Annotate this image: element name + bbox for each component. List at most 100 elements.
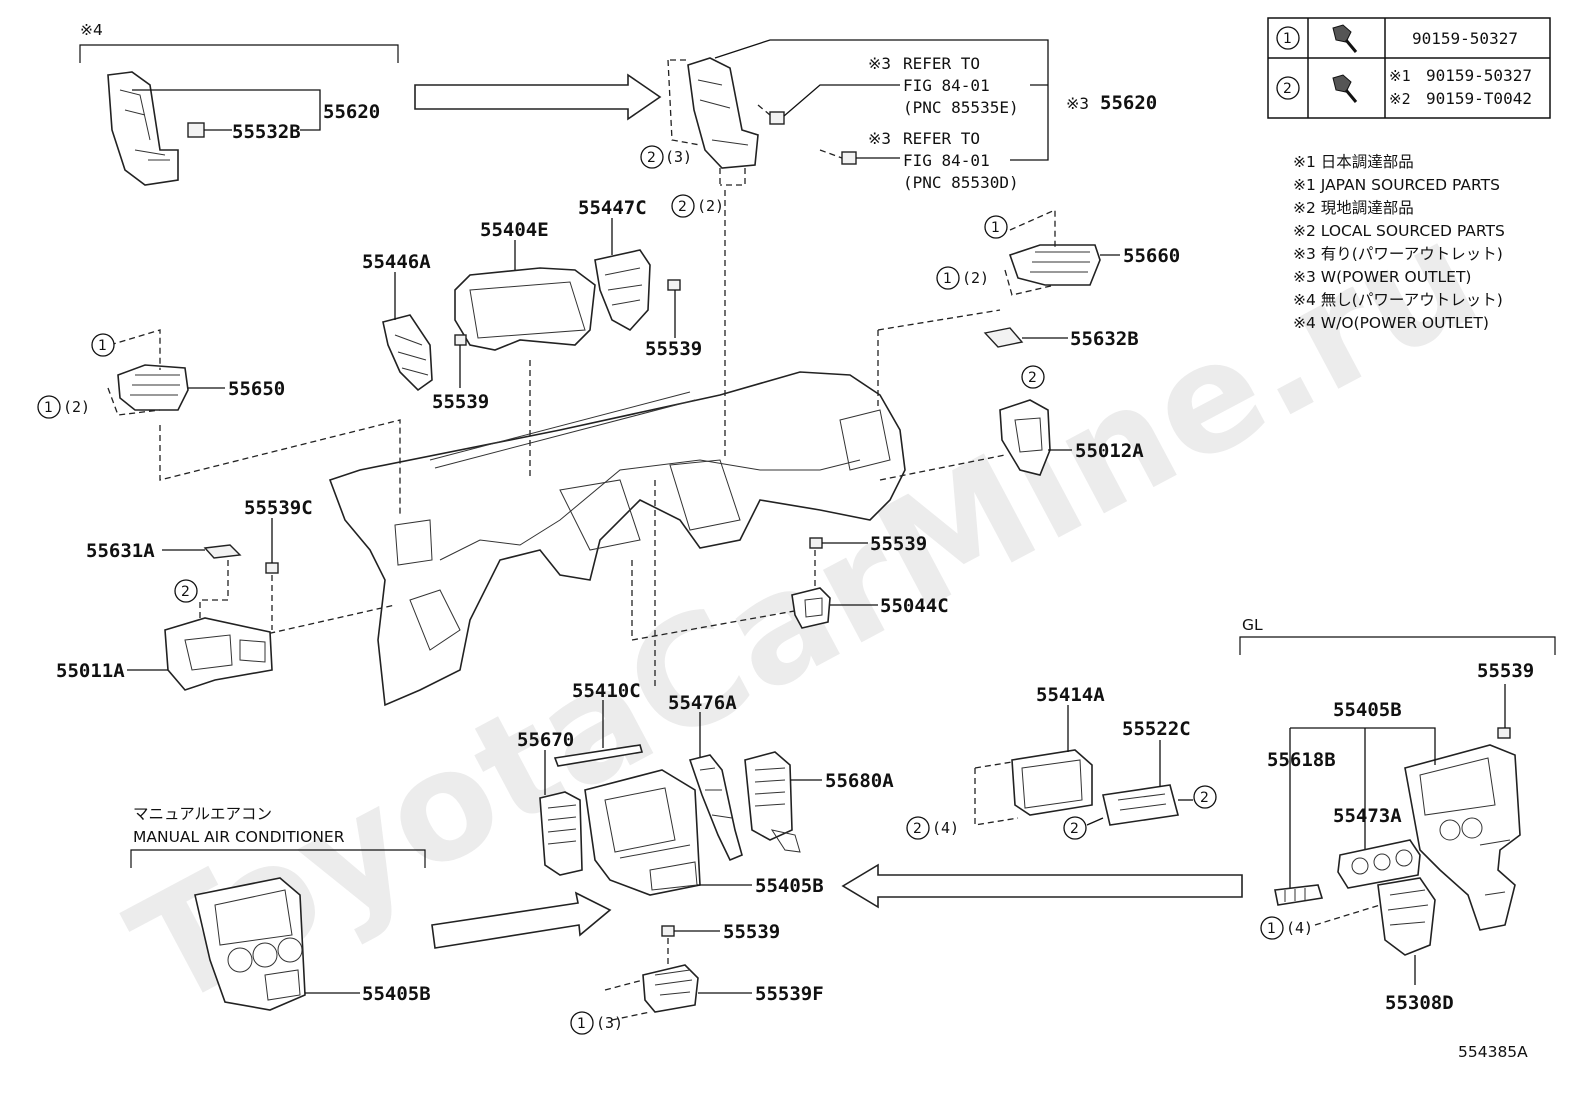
svg-text:1: 1 <box>1267 921 1276 937</box>
bolt-icon-2 <box>1332 74 1358 103</box>
w-o-power-outlet-bracket <box>79 44 399 63</box>
label-55660: 55660 <box>1123 245 1180 267</box>
label-55476a: 55476A <box>668 692 737 714</box>
clip-55539-a <box>454 334 467 346</box>
callout-1-2-left: 1 (2) <box>37 395 90 419</box>
svg-text:2: 2 <box>647 150 656 166</box>
power-outlet-part-b <box>841 151 857 165</box>
label-55446a: 55446A <box>362 251 431 273</box>
table-row2-part2: 90159-T0042 <box>1426 89 1532 108</box>
leader-55620a <box>132 89 321 131</box>
legend-line-7: ※4 無し(パワーアウトレット) <box>1293 291 1503 309</box>
label-55650: 55650 <box>228 378 285 400</box>
svg-text:(2): (2) <box>697 197 724 215</box>
end-cover-55012a <box>999 399 1051 476</box>
legend-line-5: ※3 有り(パワーアウトレット) <box>1293 245 1503 263</box>
clip-55539-d <box>809 537 823 549</box>
label-55620-a: 55620 <box>323 101 380 123</box>
leader-55620b <box>714 39 1049 161</box>
svg-text:2: 2 <box>678 199 687 215</box>
switch-55618b <box>1274 884 1324 906</box>
display-55414a <box>1011 749 1093 816</box>
bracket-55308d <box>1377 877 1436 956</box>
svg-text:(3): (3) <box>665 148 692 166</box>
svg-text:(4): (4) <box>1286 919 1313 937</box>
callout-1-3: 1 (3) <box>570 1011 623 1035</box>
label-55405b-center: 55405B <box>755 875 824 897</box>
manual-ac-label-jp: マニュアルエアコン <box>133 805 272 823</box>
table-row2-note1: ※1 <box>1389 67 1411 85</box>
svg-text:2: 2 <box>181 584 190 600</box>
manual-ac-label-en: MANUAL AIR CONDITIONER <box>133 828 345 846</box>
callout-1-right: 1 <box>984 215 1008 239</box>
label-55539-d: 55539 <box>870 533 927 555</box>
cover-55631a <box>203 544 242 559</box>
svg-text:(2): (2) <box>63 398 90 416</box>
legend-notes: ※1 日本調達部品 ※1 JAPAN SOURCED PARTS ※2 現地調達… <box>1293 153 1505 332</box>
table-row2-note2: ※2 <box>1389 90 1411 108</box>
direction-arrow-top <box>414 73 662 121</box>
vent-55670 <box>539 791 583 876</box>
clip-55539c <box>265 562 279 574</box>
callout-1-2-right: 1 (2) <box>936 266 989 290</box>
svg-text:(3): (3) <box>596 1014 623 1032</box>
label-55632b: 55632B <box>1070 328 1139 350</box>
label-55620-b: 55620 <box>1100 92 1157 114</box>
instrument-panel-main <box>328 371 906 707</box>
label-55539-a: 55539 <box>432 391 489 413</box>
label-55011a: 55011A <box>56 660 125 682</box>
ref2-line1: REFER TO <box>903 129 980 148</box>
label-55405b-manual: 55405B <box>362 983 431 1005</box>
svg-text:(4): (4) <box>932 819 959 837</box>
cluster-hood-55404e <box>454 267 596 351</box>
callout-1-left: 1 <box>91 333 115 357</box>
switch-55044c <box>791 587 831 629</box>
label-55539-g: 55539 <box>1477 660 1534 682</box>
svg-text:2: 2 <box>1200 790 1209 806</box>
svg-text:1: 1 <box>943 271 952 287</box>
label-55410c: 55410C <box>572 680 641 702</box>
ref-note-3-b: ※3 <box>868 129 891 148</box>
direction-arrow-bottom-right <box>841 863 1243 909</box>
fastener-table: 1 2 90159-50327 ※1 90159-50327 ※2 90159-… <box>1267 17 1551 119</box>
side-panel-part-center <box>687 57 759 169</box>
bezel-55473a <box>1337 839 1421 889</box>
callout-2-4: 2 (4) <box>906 816 959 840</box>
panel-55446a <box>382 314 433 392</box>
drawing-number: 554385A <box>1458 1043 1528 1061</box>
label-55405b-gl: 55405B <box>1333 699 1402 721</box>
legend-line-1: ※1 日本調達部品 <box>1293 153 1414 171</box>
ref1-line2: FIG 84-01 <box>903 76 990 95</box>
end-cover-55011a <box>164 617 273 691</box>
vent-55650 <box>117 364 189 411</box>
gl-label: GL <box>1242 616 1263 634</box>
callout-2-right: 2 <box>1021 365 1045 389</box>
manual-ac-bracket <box>130 849 426 868</box>
gl-bracket <box>1239 636 1556 655</box>
center-panel-55405b <box>584 769 701 896</box>
table-row1-key: 1 <box>1283 31 1292 47</box>
svg-text:1: 1 <box>44 400 53 416</box>
label-55532b: 55532B <box>232 121 301 143</box>
label-55618b: 55618B <box>1267 749 1336 771</box>
switch-55539f <box>642 964 699 1013</box>
cover-55632b <box>983 327 1024 348</box>
clip-55539-g <box>1497 727 1511 739</box>
label-55404e: 55404E <box>480 219 549 241</box>
clip-55539-b <box>667 279 681 291</box>
callout-1-4: 1 (4) <box>1260 916 1313 940</box>
callout-2-3: 2 (3) <box>640 145 692 169</box>
label-55631a: 55631A <box>86 540 155 562</box>
clip-55539-e <box>661 925 675 937</box>
label-55539f: 55539F <box>755 983 824 1005</box>
ac-panel-manual-55405b <box>194 877 306 1011</box>
label-55539-e: 55539 <box>723 921 780 943</box>
label-55044c: 55044C <box>880 595 949 617</box>
label-55447c: 55447C <box>578 197 647 219</box>
power-outlet-part-a <box>769 111 785 125</box>
legend-line-2: ※1 JAPAN SOURCED PARTS <box>1293 176 1500 194</box>
module-55522c <box>1102 784 1180 826</box>
svg-text:1: 1 <box>577 1016 586 1032</box>
label-55670: 55670 <box>517 729 574 751</box>
